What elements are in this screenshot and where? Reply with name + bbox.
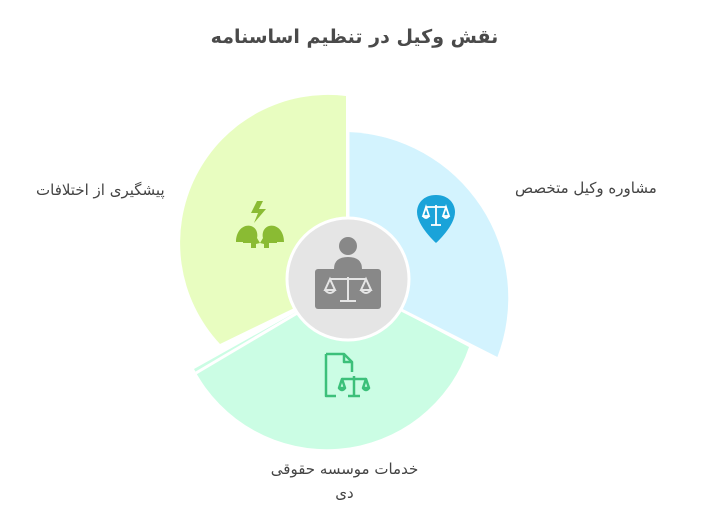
diagram-title: نقش وکیل در تنظیم اساسنامه bbox=[210, 26, 499, 48]
legal-document-scales-icon bbox=[324, 352, 371, 398]
scales-pin-icon bbox=[417, 195, 455, 243]
lawyer-at-desk-icon bbox=[315, 237, 381, 309]
segment-label-prevent: پیشگیری از اختلافات bbox=[36, 181, 165, 199]
segment-label-consult: مشاوره وکیل متخصص bbox=[515, 179, 657, 197]
segment-label-services: خدمات موسسه حقوقی دی bbox=[270, 460, 419, 502]
conflict-heads-icon bbox=[236, 201, 284, 248]
segment-services bbox=[194, 283, 469, 450]
